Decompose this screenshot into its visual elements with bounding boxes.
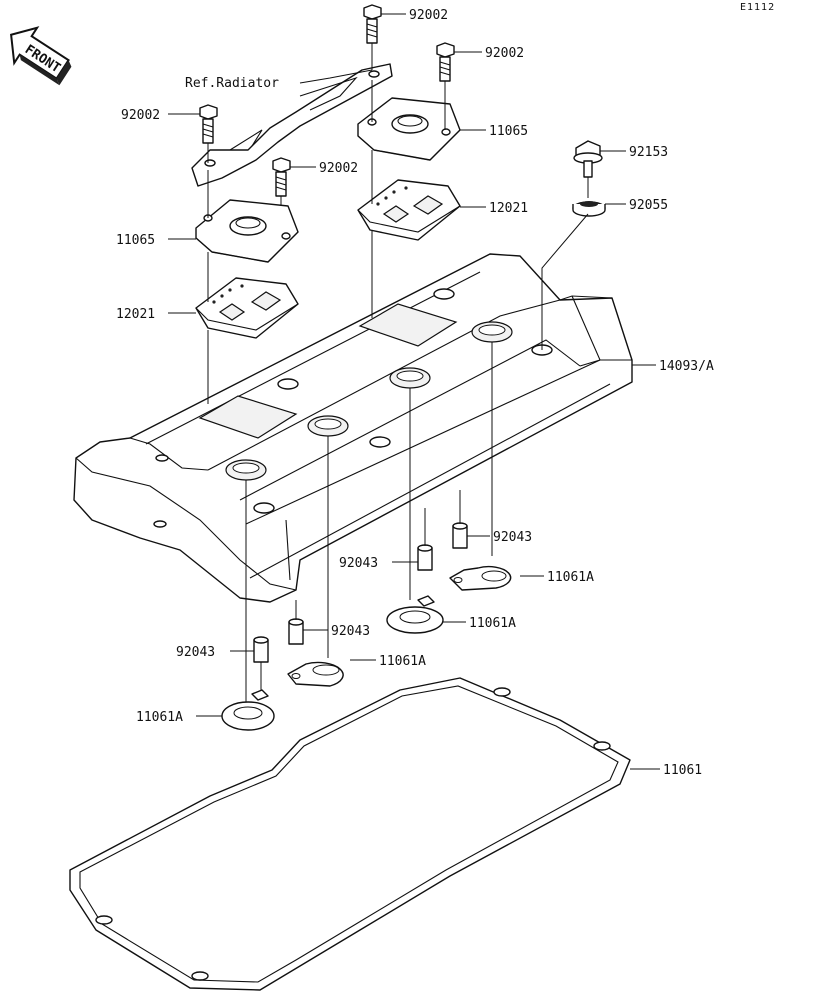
label-ref-radiator: Ref.Radiator bbox=[185, 76, 279, 91]
bolt-92002-left bbox=[199, 104, 218, 144]
gasket-11061a-a bbox=[449, 565, 512, 591]
main-gasket-11061 bbox=[69, 677, 631, 991]
bolt-92002-right bbox=[436, 42, 455, 82]
grommet-92055 bbox=[572, 201, 606, 217]
radiator-bracket bbox=[191, 63, 393, 187]
label-14093a: 14093/A bbox=[659, 359, 714, 374]
collar-92043-c bbox=[288, 618, 304, 645]
leader-lines bbox=[168, 13, 660, 770]
label-92153: 92153 bbox=[629, 145, 668, 160]
cylinder-head-cover-14093a bbox=[73, 253, 633, 603]
pad-12021-right bbox=[357, 179, 461, 241]
collar-92043-b bbox=[417, 544, 433, 571]
label-92043-b: 92043 bbox=[339, 556, 378, 571]
label-92002-top: 92002 bbox=[409, 8, 448, 23]
label-11061a-b: 11061A bbox=[469, 616, 516, 631]
gasket-11061a-b bbox=[386, 595, 444, 634]
collar-92043-d bbox=[253, 636, 269, 663]
bolt-92002-top bbox=[363, 4, 382, 44]
label-11065-right: 11065 bbox=[489, 124, 528, 139]
label-11061a-c: 11061A bbox=[379, 654, 426, 669]
gasket-11061a-d bbox=[221, 689, 275, 731]
label-92043-a: 92043 bbox=[493, 530, 532, 545]
bolt-92002-mid bbox=[272, 157, 291, 197]
label-11061a-d: 11061A bbox=[136, 710, 183, 725]
label-12021-left: 12021 bbox=[116, 307, 155, 322]
label-92002-mid: 92002 bbox=[319, 161, 358, 176]
plate-11065-left bbox=[195, 199, 299, 263]
figure-id: E1112 bbox=[740, 2, 775, 13]
gasket-11061a-c bbox=[287, 661, 344, 687]
label-12021-right: 12021 bbox=[489, 201, 528, 216]
label-92043-c: 92043 bbox=[331, 624, 370, 639]
label-92043-d: 92043 bbox=[176, 645, 215, 660]
label-11065-left: 11065 bbox=[116, 233, 155, 248]
front-arrow-icon: FRONT bbox=[10, 26, 72, 86]
label-92002-left: 92002 bbox=[121, 108, 160, 123]
pad-12021-left bbox=[195, 277, 299, 339]
label-92002-right: 92002 bbox=[485, 46, 524, 61]
label-11061: 11061 bbox=[663, 763, 702, 778]
bolt-92153 bbox=[573, 140, 603, 178]
label-11061a-a: 11061A bbox=[547, 570, 594, 585]
label-92055: 92055 bbox=[629, 198, 668, 213]
collar-92043-a bbox=[452, 522, 468, 549]
